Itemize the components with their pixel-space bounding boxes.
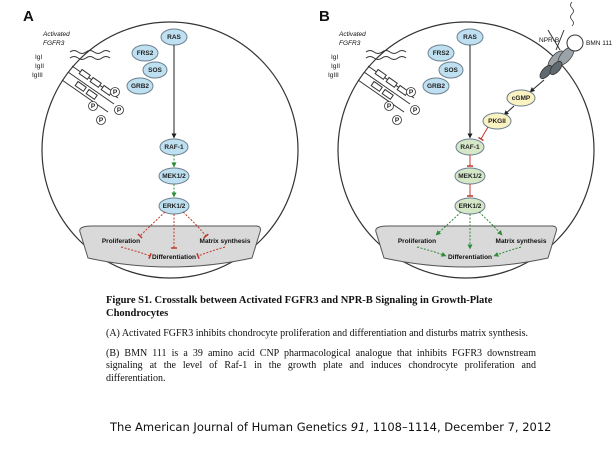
outcome-matrix-synthesis: Matrix synthesis <box>200 238 251 245</box>
svg-text:GRB2: GRB2 <box>427 83 445 90</box>
caption-paragraph-a: (A) Activated FGFR3 inhibits chondrocyte… <box>106 328 528 339</box>
svg-text:P: P <box>113 89 118 96</box>
svg-text:FRS2: FRS2 <box>433 50 450 57</box>
node-sos: SOS <box>142 61 168 79</box>
outcome-proliferation: Proliferation <box>102 238 140 245</box>
receptor-label-line1: Activated <box>42 31 70 38</box>
cgmp-to-pkg-arrow <box>503 105 515 116</box>
activation-arrows <box>416 211 522 257</box>
svg-text:RAS: RAS <box>167 34 181 41</box>
node-raf1: RAF-1 <box>455 138 485 156</box>
svg-text:SOS: SOS <box>148 67 162 74</box>
svg-text:ERK1/2: ERK1/2 <box>163 203 186 210</box>
fgfr3-receptor <box>61 50 119 113</box>
panel-b: B P P P P Activated FGFR3 IgI IgII <box>319 1 613 279</box>
phospho-group: P P P P <box>384 87 420 125</box>
nucleus <box>79 225 261 268</box>
svg-text:P: P <box>409 89 414 96</box>
svg-text:cGMP: cGMP <box>512 95 531 102</box>
bmn111-drug <box>566 1 584 52</box>
node-pkgii: PKGII <box>482 112 512 130</box>
npr-b-receptor <box>539 29 575 80</box>
fgfr3-receptor <box>357 50 415 113</box>
inhibition-arrows <box>120 211 226 260</box>
receptor-label-line1: Activated <box>338 31 366 38</box>
svg-text:P: P <box>413 107 418 114</box>
bmn111-label: BMN 111 <box>586 40 613 47</box>
svg-text:SOS: SOS <box>444 67 458 74</box>
svg-text:P: P <box>387 103 392 110</box>
node-mek: MEK1/2 <box>158 167 190 185</box>
outcome-differentiation: Differentiation <box>152 254 196 261</box>
outcome-differentiation: Differentiation <box>448 254 492 261</box>
isoform-label: IgI <box>35 54 42 61</box>
panel-letter: A <box>23 8 34 25</box>
caption-paragraph-b: (B) BMN 111 is a 39 amino acid CNP pharm… <box>106 347 536 384</box>
isoform-label: IgII <box>35 63 44 70</box>
svg-text:GRB2: GRB2 <box>131 83 149 90</box>
node-erk: ERK1/2 <box>454 197 486 215</box>
svg-text:RAS: RAS <box>463 34 477 41</box>
svg-text:ERK1/2: ERK1/2 <box>459 203 482 210</box>
journal-citation: The American Journal of Human Genetics 9… <box>110 420 590 434</box>
node-raf1: RAF-1 <box>159 138 189 156</box>
svg-text:FRS2: FRS2 <box>137 50 154 57</box>
nprb-to-cgmp-arrow <box>529 79 545 93</box>
receptor-label-line2: FGFR3 <box>339 40 361 47</box>
svg-text:P: P <box>117 107 122 114</box>
panel-a: A P P P P Activated FGFR3 IgI <box>23 8 299 279</box>
svg-text:MEK1/2: MEK1/2 <box>162 173 186 180</box>
journal-name: The American Journal of Human Genetics <box>110 420 348 434</box>
node-grb2: GRB2 <box>422 77 450 95</box>
svg-text:RAF-1: RAF-1 <box>164 144 184 151</box>
npr-b-label: NPR-B <box>539 37 559 44</box>
svg-text:RAF-1: RAF-1 <box>460 144 480 151</box>
svg-text:MEK1/2: MEK1/2 <box>458 173 482 180</box>
svg-text:PKGII: PKGII <box>488 118 506 125</box>
outcome-matrix-synthesis: Matrix synthesis <box>496 238 547 245</box>
node-ras: RAS <box>160 28 188 46</box>
node-frs2: FRS2 <box>131 44 159 62</box>
nucleus <box>375 225 557 268</box>
node-sos: SOS <box>438 61 464 79</box>
node-grb2: GRB2 <box>126 77 154 95</box>
svg-text:P: P <box>395 117 400 124</box>
outcome-proliferation: Proliferation <box>398 238 436 245</box>
isoform-label: IgI <box>331 54 338 61</box>
svg-text:P: P <box>99 117 104 124</box>
svg-text:P: P <box>91 103 96 110</box>
panel-letter: B <box>319 8 330 25</box>
node-frs2: FRS2 <box>427 44 455 62</box>
isoform-label: IgIII <box>32 72 43 79</box>
isoform-label: IgII <box>331 63 340 70</box>
node-erk: ERK1/2 <box>158 197 190 215</box>
node-cgmp: cGMP <box>506 89 536 107</box>
pkg-inhibits-raf <box>478 126 489 142</box>
node-ras: RAS <box>456 28 484 46</box>
phospho-group: P P P P <box>88 87 124 125</box>
isoform-label: IgIII <box>328 72 339 79</box>
journal-pages-date: , 1108–1114, December 7, 2012 <box>365 420 552 434</box>
figure-caption: Figure S1. Crosstalk between Activated F… <box>106 294 536 392</box>
node-mek: MEK1/2 <box>454 167 486 185</box>
figure-diagram: A P P P P Activated FGFR3 IgI <box>23 1 613 279</box>
receptor-label-line2: FGFR3 <box>43 40 65 47</box>
journal-volume: 91 <box>350 420 366 434</box>
caption-title: Figure S1. Crosstalk between Activated F… <box>106 295 493 319</box>
